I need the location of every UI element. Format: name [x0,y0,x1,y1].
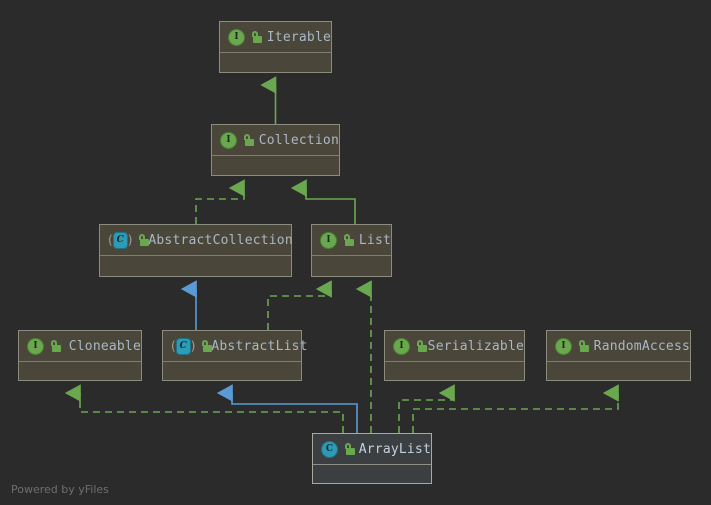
node-members-compartment [212,155,339,176]
node-header: I List [312,225,391,255]
edge-abstractcollection-collection [195,179,245,224]
node-serializable[interactable]: I Serializable [384,330,525,381]
interface-icon: I [228,28,245,46]
node-randomaccess[interactable]: I RandomAccess [546,330,691,381]
public-lock-icon [578,340,589,352]
interface-icon: I [393,337,410,355]
node-header: (C) AbstractCollection [100,225,293,255]
node-members-compartment [312,255,391,277]
yfiles-credit: Powered by yFiles [11,483,109,496]
public-lock-icon [416,340,427,352]
abstract-class-icon: (C) [171,337,196,355]
interface-icon: I [555,337,572,355]
node-label: Serializable [427,338,524,354]
node-members-compartment [19,361,141,381]
interface-icon: I [320,231,337,249]
node-header: C ArrayList [313,434,431,464]
node-label: Iterable [266,29,331,45]
node-abstractlist[interactable]: (C) AbstractList [162,330,308,381]
node-cloneable[interactable]: I Cloneable [18,330,142,381]
node-members-compartment [385,361,524,381]
node-label: AbstractCollection [148,232,293,248]
node-label: Collection [258,132,339,148]
edge-arraylist-randomaccess [412,384,619,433]
node-label: RandomAccess [593,338,690,354]
node-list[interactable]: I List [311,224,392,277]
public-lock-icon [50,340,61,352]
node-members-compartment [100,255,291,277]
node-arraylist[interactable]: C ArrayList [312,433,432,484]
node-header: I Collection [212,125,339,155]
node-header: I Cloneable [19,331,141,361]
class-icon: C [321,440,338,458]
node-header: (C) AbstractList [163,331,308,361]
node-collection[interactable]: I Collection [211,124,340,176]
node-header: I Iterable [220,22,331,52]
interface-icon: I [220,131,237,149]
abstract-class-icon: (C) [108,231,133,249]
interface-icon: I [27,337,44,355]
node-label: ArrayList [358,441,431,457]
edge-arraylist-cloneable [64,384,344,433]
node-header: I RandomAccess [547,331,690,361]
edge-abstractlist-list [267,280,332,330]
public-lock-icon [251,31,262,43]
node-members-compartment [313,464,431,484]
edge-arraylist-abstractlist [216,384,358,433]
node-abstractcollection[interactable]: (C) AbstractCollection [99,224,293,277]
node-header: I Serializable [385,331,524,361]
node-label: List [358,232,391,248]
public-lock-icon [344,443,355,455]
node-label: AbstractList [211,338,308,354]
edge-arraylist-serializable [398,384,455,433]
node-label: Cloneable [68,338,141,354]
public-lock-icon [343,234,354,246]
node-members-compartment [163,361,301,381]
public-lock-icon [243,134,254,146]
edge-list-collection [290,179,356,224]
node-iterable[interactable]: I Iterable [219,21,332,73]
node-members-compartment [547,361,690,381]
node-members-compartment [220,52,331,73]
